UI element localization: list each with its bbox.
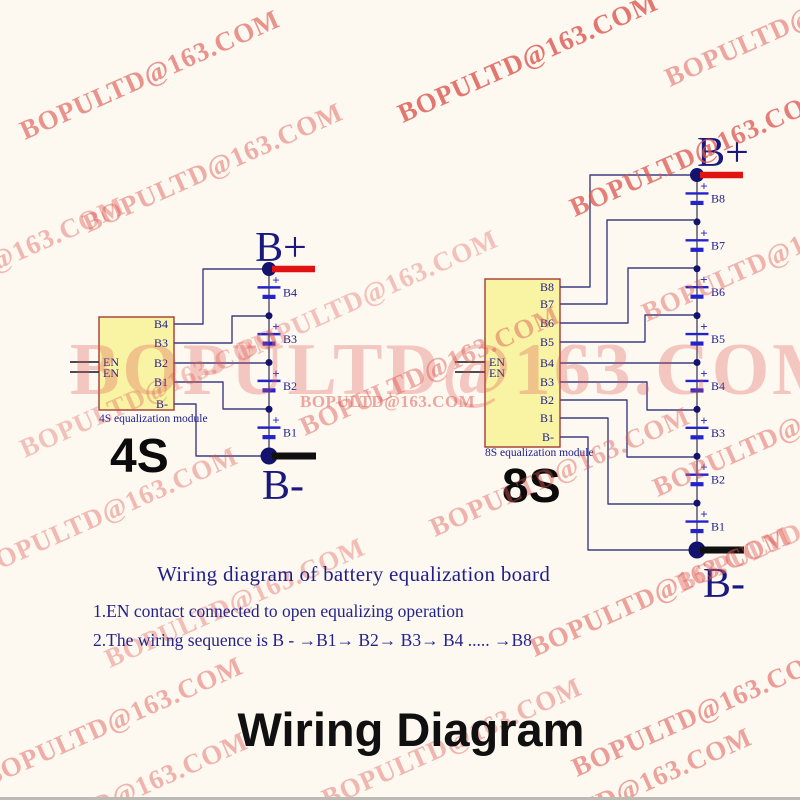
page-title: Wiring Diagram — [237, 703, 585, 756]
module4s-cell-plus-sign: + — [272, 413, 279, 428]
module4s-junction-dot — [265, 359, 273, 366]
module8s-cell-plus-sign: + — [700, 225, 707, 240]
module8s-pin-label: B2 — [540, 393, 554, 407]
module8s-junction-dot — [693, 359, 701, 366]
module4s-pin-label: B- — [156, 397, 168, 411]
module4s-bplus-node-dot — [262, 262, 276, 276]
module4s-en-pin-label: EN — [103, 366, 119, 380]
module8s-junction-dot — [693, 499, 701, 507]
module8s-bplus-label: B+ — [697, 130, 749, 176]
module8s-cell-label: B1 — [711, 520, 725, 534]
module8s-cell-label: B4 — [711, 379, 725, 393]
module8s-wire-2 — [560, 267, 694, 324]
module4s-wire-1 — [174, 315, 266, 344]
module8s-pin-label: B8 — [540, 280, 554, 294]
module4s-junction-dot — [265, 405, 273, 413]
module4s-bminus-node-dot — [260, 447, 278, 465]
module8s-wire-0 — [560, 174, 694, 288]
module8s-pin-label: B4 — [540, 356, 554, 370]
module4s-cell-label: B4 — [283, 285, 297, 299]
module8s-pin-label: B- — [542, 430, 554, 444]
module4s-caption: 4S equalization module — [99, 413, 208, 425]
module8s-junction-dot — [693, 218, 701, 226]
module8s-pin-label: B1 — [540, 411, 554, 425]
diagram-heading: Wiring diagram of battery equalization b… — [157, 562, 551, 586]
module4s-en-pin-label: EN — [103, 355, 119, 369]
module8s-bminus-label: B- — [703, 561, 745, 607]
module8s-cell-plus-sign: + — [700, 507, 707, 522]
module4s-pin-label: B1 — [154, 375, 168, 389]
module4s-big-label: 4S — [110, 430, 169, 483]
module8s-wire-8 — [560, 436, 694, 551]
module4s-cell-label: B3 — [283, 332, 297, 346]
module8s-cell-plus-sign: + — [700, 319, 707, 334]
module4s-cell-label: B1 — [283, 426, 297, 440]
module4s-cell-plus-sign: + — [272, 272, 279, 287]
module8s-pin-label: B5 — [540, 335, 554, 349]
module8s-pin-label: B3 — [540, 375, 554, 389]
module4s-pin-label: B3 — [154, 336, 168, 350]
module8s-cell-plus-sign: + — [700, 178, 707, 193]
module8s-en-pin-label: EN — [489, 355, 505, 369]
module8s-cell-plus-sign: + — [700, 272, 707, 287]
module8s-wire-6 — [560, 399, 694, 458]
module8s-cell-label: B7 — [711, 238, 725, 252]
module4s-wire-0 — [174, 268, 266, 325]
module8s-junction-dot — [693, 312, 701, 320]
module4s-cell-plus-sign: + — [272, 366, 279, 381]
module4s-pin-label: B2 — [154, 356, 168, 370]
module8s-big-label: 8S — [502, 460, 561, 513]
module8s-cell-label: B2 — [711, 473, 725, 487]
module4s-bminus-label: B- — [262, 463, 304, 509]
module4s-wire-4 — [174, 403, 266, 457]
module8s-wire-5 — [560, 381, 694, 411]
module8s-bplus-node-dot — [690, 168, 704, 182]
module8s-cell-label: B3 — [711, 426, 725, 440]
module4s-pin-label: B4 — [154, 317, 168, 331]
bottom-edge-strip — [0, 797, 800, 800]
module8s-cell-label: B8 — [711, 191, 725, 205]
module8s-en-pin-label: EN — [489, 366, 505, 380]
module8s-wire-3 — [560, 314, 694, 343]
module8s-cell-plus-sign: + — [700, 366, 707, 381]
module4s-wire-3 — [174, 381, 266, 410]
module8s-junction-dot — [693, 452, 701, 460]
module8s-junction-dot — [693, 405, 701, 413]
module8s-cell-label: B6 — [711, 285, 725, 299]
module8s-wire-7 — [560, 417, 694, 505]
module8s-bminus-node-dot — [688, 541, 706, 559]
module8s-cell-plus-sign: + — [700, 413, 707, 428]
module8s-junction-dot — [693, 265, 701, 273]
module8s-wire-1 — [560, 219, 694, 305]
module8s-pin-label: B6 — [540, 316, 554, 330]
module4s-cell-label: B2 — [283, 379, 297, 393]
module8s-cell-label: B5 — [711, 332, 725, 346]
module8s-cell-plus-sign: + — [700, 460, 707, 475]
note-en-contact: 1.EN contact connected to open equalizin… — [93, 601, 464, 621]
module4s-cell-plus-sign: + — [272, 319, 279, 334]
note-wiring-sequence: 2.The wiring sequence is B - →B1→ B2→ B3… — [93, 630, 532, 650]
module8s-caption: 8S equalization module — [485, 447, 594, 459]
module8s-pin-label: B7 — [540, 297, 554, 311]
module4s-bplus-label: B+ — [255, 225, 307, 271]
module4s-junction-dot — [265, 312, 273, 320]
module8s-module-box — [484, 278, 561, 448]
module4s-module-box — [98, 316, 175, 411]
